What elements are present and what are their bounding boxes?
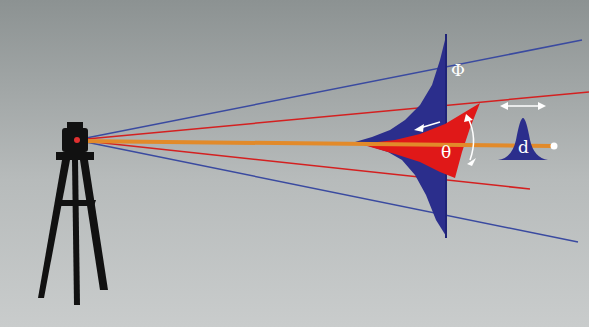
theta-symbol: θ: [441, 144, 451, 161]
cone-line: [76, 40, 582, 140]
cone-line: [76, 92, 589, 140]
d-distribution: [498, 118, 548, 160]
instrument-lens: [74, 137, 80, 143]
target-point: [551, 143, 558, 150]
arrowhead: [500, 102, 546, 110]
d-symbol: d: [518, 139, 529, 156]
angle-arrow: [468, 118, 474, 160]
cone-line: [76, 140, 578, 242]
laser-beam: [76, 141, 552, 146]
arrowhead: [464, 114, 476, 166]
total-station: [38, 122, 108, 305]
theta-distribution: [360, 103, 480, 178]
double-arrow: [505, 105, 541, 107]
arrowhead: [414, 124, 424, 132]
phi-symbol: Φ: [451, 62, 465, 79]
